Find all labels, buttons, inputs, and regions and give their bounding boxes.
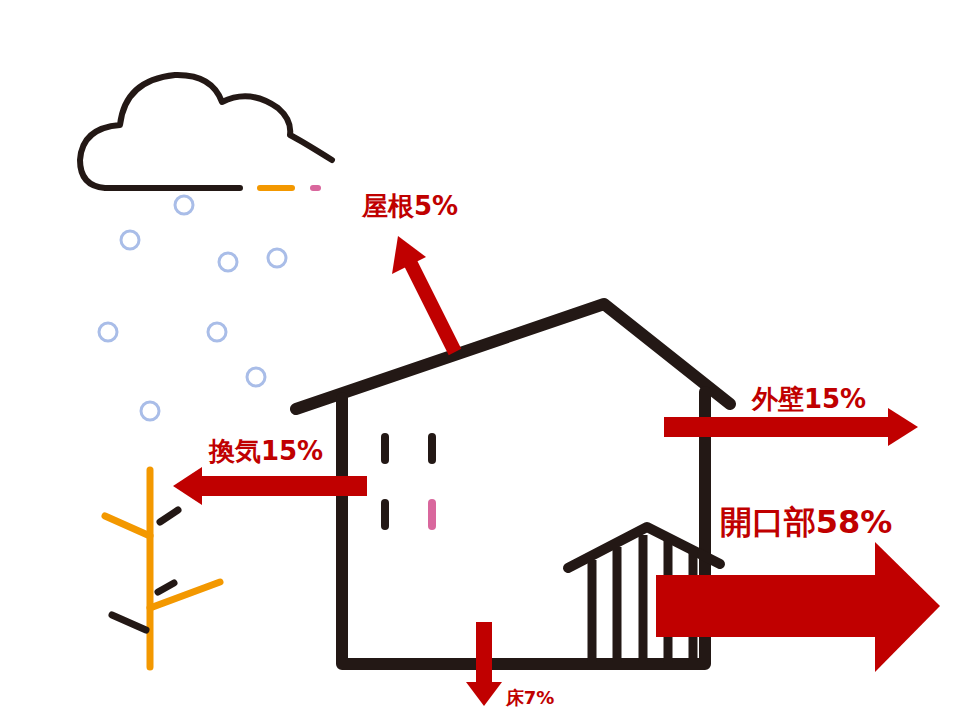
tree-trunk — [147, 470, 154, 667]
wall-arrow-shaft — [664, 417, 890, 437]
window-mark — [381, 437, 389, 460]
snowflake — [121, 231, 139, 249]
snowflake — [268, 249, 286, 267]
snowflake — [247, 368, 265, 386]
percentage-label: 屋根5% — [362, 192, 458, 221]
percentage-label: 開口部58% — [720, 505, 893, 540]
opening-arrow-shaft — [656, 575, 878, 637]
wall-arrow-head — [888, 408, 918, 446]
tree-branch — [105, 516, 150, 536]
windows — [385, 437, 432, 526]
porch-post — [639, 535, 648, 662]
heat-arrows — [173, 236, 940, 706]
tree-branch — [160, 510, 178, 522]
vent-arrow-shaft — [200, 476, 367, 496]
percentage-label: 換気15% — [209, 437, 323, 466]
floor-arrow-head — [466, 682, 502, 706]
roof-arrow-shaft — [410, 262, 455, 352]
cloud — [80, 75, 332, 188]
percentage-label: 床7% — [506, 688, 555, 708]
snowflake — [219, 253, 237, 271]
snow — [99, 196, 286, 420]
porch-post — [588, 560, 597, 662]
snowflake — [99, 323, 117, 341]
opening-arrow-head — [875, 542, 940, 672]
snowflake — [141, 402, 159, 420]
cloud-outline — [80, 75, 332, 188]
cloud-dash — [260, 185, 292, 191]
tree — [105, 470, 220, 667]
snowflake — [175, 196, 193, 214]
window-mark — [428, 503, 436, 526]
percentage-label: 外壁15% — [752, 385, 866, 414]
window-mark — [428, 437, 436, 460]
roof-arrow-head — [392, 236, 426, 274]
porch-post — [613, 547, 622, 662]
tree-branch — [112, 615, 146, 630]
vent-arrow-head — [173, 467, 202, 505]
tree-branch — [158, 583, 174, 592]
house-roof — [296, 304, 730, 409]
snowflake — [208, 323, 226, 341]
floor-arrow-shaft — [476, 622, 492, 684]
tree-branch — [150, 582, 220, 608]
cloud-dot — [313, 185, 318, 191]
window-mark — [381, 503, 389, 526]
